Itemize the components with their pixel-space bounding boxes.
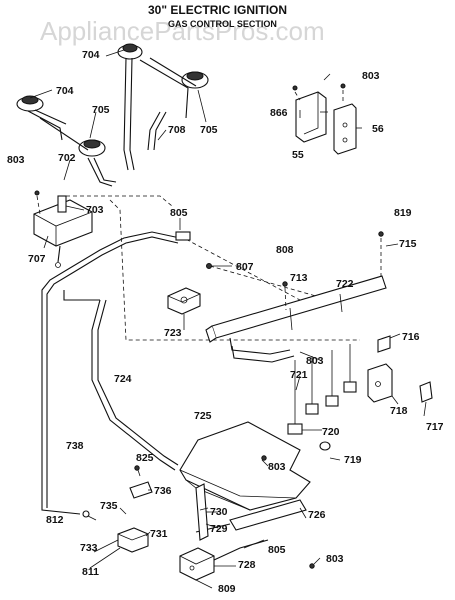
label-819: 819 <box>394 207 412 219</box>
label-825: 825 <box>136 452 154 464</box>
label-803: 803 <box>326 553 344 565</box>
watermark: AppliancePartsPros.com <box>40 16 325 46</box>
label-725: 725 <box>194 410 212 422</box>
label-720: 720 <box>322 426 340 438</box>
label-735: 735 <box>100 500 118 512</box>
diagram-title: 30" ELECTRIC IGNITION <box>148 3 287 17</box>
guide-line <box>109 199 360 341</box>
label-722: 722 <box>336 278 354 290</box>
label-705: 705 <box>200 124 218 136</box>
label-812: 812 <box>46 514 64 526</box>
burner-valves <box>287 344 357 451</box>
guide-line <box>66 195 173 207</box>
rear-burners <box>16 43 143 171</box>
label-730: 730 <box>210 506 228 518</box>
screw-713 <box>282 281 288 287</box>
heat-shield-725 <box>179 421 311 511</box>
clip-736 <box>129 481 153 499</box>
label-707: 707 <box>28 253 46 265</box>
diagram-subtitle: GAS CONTROL SECTION <box>168 19 277 29</box>
label-803: 803 <box>7 154 25 166</box>
label-718: 718 <box>390 405 408 417</box>
screw-825 <box>134 465 140 471</box>
leader-lines <box>29 49 427 589</box>
label-803: 803 <box>306 355 324 367</box>
label-719: 719 <box>344 454 362 466</box>
valve-728 <box>179 539 269 581</box>
gas-tubing <box>41 231 181 515</box>
inlet-fitting <box>175 231 212 269</box>
label-738: 738 <box>66 440 84 452</box>
manifold-pipe-722 <box>205 275 387 363</box>
label-729: 729 <box>210 523 228 535</box>
label-717: 717 <box>426 421 444 433</box>
label-721: 721 <box>290 369 308 381</box>
label-55: 55 <box>292 149 304 161</box>
label-703: 703 <box>86 204 104 216</box>
label-56: 56 <box>372 123 384 135</box>
label-726: 726 <box>308 509 326 521</box>
screw-819 <box>378 231 384 237</box>
valve-718 <box>367 335 433 403</box>
label-728: 728 <box>238 559 256 571</box>
bracket-729-730 <box>195 483 209 541</box>
label-805: 805 <box>268 544 286 556</box>
guide-line <box>209 265 331 301</box>
label-805: 805 <box>170 207 188 219</box>
guide-line <box>284 287 287 311</box>
screw-803 <box>309 563 315 569</box>
label-715: 715 <box>399 238 417 250</box>
label-866: 866 <box>270 107 288 119</box>
label-702: 702 <box>58 152 76 164</box>
label-716: 716 <box>402 331 420 343</box>
label-736: 736 <box>154 485 172 497</box>
front-burners <box>39 57 209 187</box>
label-704: 704 <box>82 49 100 61</box>
valve-731 <box>117 527 149 553</box>
screw-803 <box>261 455 267 461</box>
label-803: 803 <box>362 70 380 82</box>
label-808: 808 <box>276 244 294 256</box>
spark-module-assembly <box>292 83 357 155</box>
label-811: 811 <box>82 566 99 578</box>
label-731: 731 <box>150 528 168 540</box>
label-807: 807 <box>236 261 254 273</box>
label-809: 809 <box>218 583 236 595</box>
label-704: 704 <box>56 85 74 97</box>
guide-line <box>179 235 301 301</box>
label-723: 723 <box>164 327 182 339</box>
label-724: 724 <box>114 373 132 385</box>
pressure-regulator-723 <box>167 287 201 315</box>
nut-812 <box>82 510 90 518</box>
label-733: 733 <box>80 542 98 554</box>
label-708: 708 <box>168 124 186 136</box>
valve-bracket-707 <box>33 190 93 268</box>
label-803: 803 <box>268 461 286 473</box>
label-705: 705 <box>92 104 110 116</box>
label-713: 713 <box>290 272 308 284</box>
